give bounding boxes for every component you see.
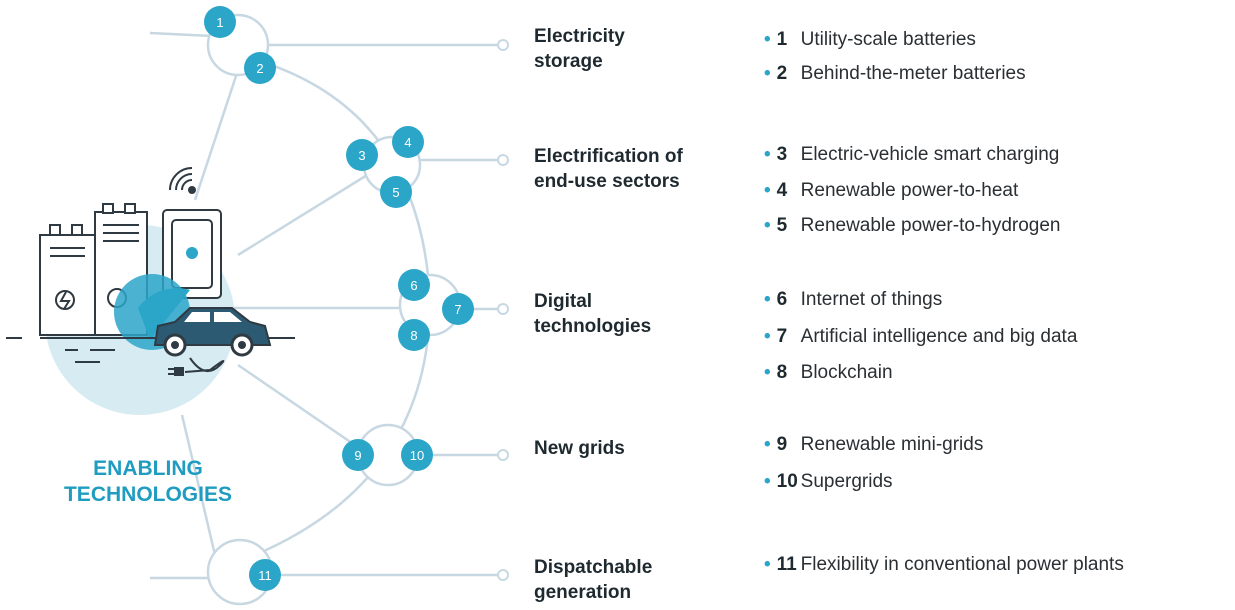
badge-7: 7 — [442, 293, 474, 325]
badge-10: 10 — [401, 439, 433, 471]
cluster-rings — [206, 13, 462, 606]
connector-end-dots — [497, 39, 509, 581]
svg-text:6: 6 — [410, 278, 417, 293]
category-connectors — [268, 43, 498, 577]
svg-text:5: 5 — [392, 185, 399, 200]
svg-text:2: 2 — [256, 61, 263, 76]
plug-icon — [168, 357, 225, 376]
svg-text:1: 1 — [216, 15, 223, 30]
badge-2: 2 — [244, 52, 276, 84]
center-title: ENABLING TECHNOLOGIES — [48, 456, 248, 508]
badge-3: 3 — [346, 139, 378, 171]
smart-meter-icon — [162, 209, 222, 299]
svg-text:11: 11 — [258, 568, 272, 583]
electric-car-icon — [153, 307, 272, 357]
badge-5: 5 — [380, 176, 412, 208]
svg-text:9: 9 — [354, 448, 361, 463]
ground-lines — [6, 337, 295, 363]
svg-text:3: 3 — [358, 148, 365, 163]
category-title-new-grids: New grids — [534, 438, 625, 459]
category-title-storage: Electricity storage — [534, 26, 625, 72]
number-badges: 1 2 3 4 5 6 7 8 9 10 11 — [204, 6, 474, 591]
svg-text:4: 4 — [404, 135, 411, 150]
category-title-dispatchable: Dispatchable generation — [534, 557, 653, 603]
badge-8: 8 — [398, 319, 430, 351]
badge-1: 1 — [204, 6, 236, 38]
center-title-line-1: ENABLING — [93, 457, 203, 480]
badge-6: 6 — [398, 269, 430, 301]
center-title-line-2: TECHNOLOGIES — [63, 483, 232, 506]
badge-11: 11 — [249, 559, 281, 591]
battery-icon — [39, 224, 96, 336]
category-title-digital: Digital technologies — [534, 291, 652, 337]
svg-text:8: 8 — [410, 328, 417, 343]
badge-9: 9 — [342, 439, 374, 471]
spokes — [149, 31, 408, 580]
category-title-electrification: Electrification of end-use sectors — [534, 146, 683, 192]
svg-text:7: 7 — [454, 302, 461, 317]
svg-text:10: 10 — [410, 448, 424, 463]
wifi-icon — [169, 167, 196, 194]
badge-4: 4 — [392, 126, 424, 158]
